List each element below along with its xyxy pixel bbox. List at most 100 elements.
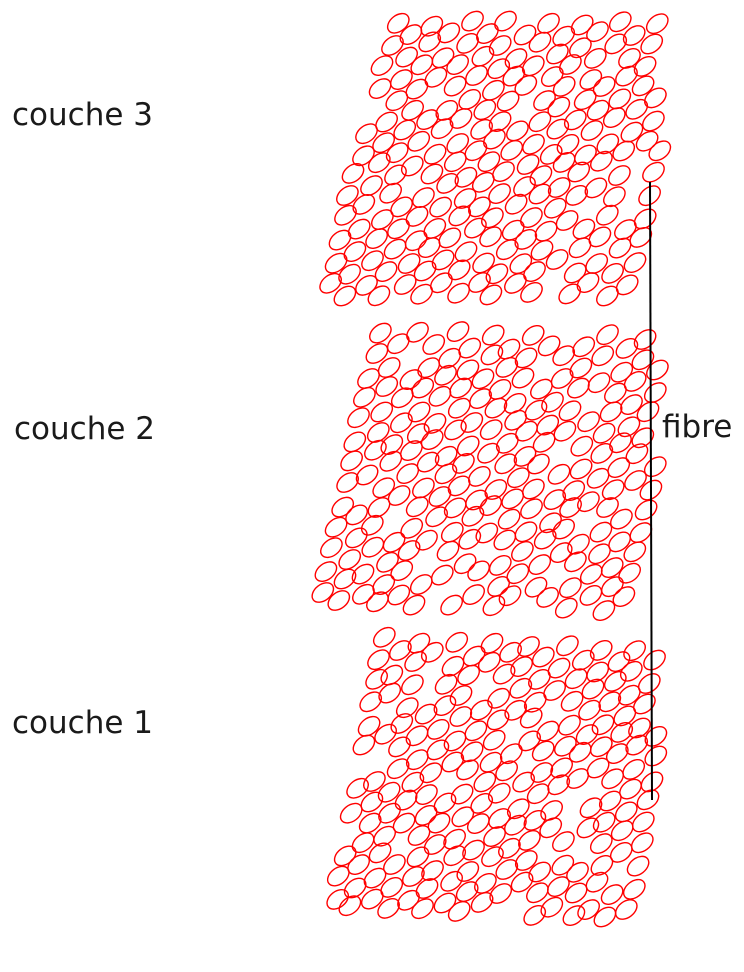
fibre-cross-section-ellipse bbox=[464, 140, 488, 162]
fibre-cross-section-ellipse bbox=[554, 597, 578, 619]
fibre-cross-section-ellipse bbox=[517, 636, 540, 657]
fibre-cross-section-ellipse bbox=[601, 479, 625, 501]
fibre-cross-section-ellipse bbox=[487, 575, 510, 597]
fibre-cross-section-ellipse bbox=[504, 699, 528, 721]
fibre-cross-section-ellipse bbox=[592, 600, 616, 622]
fibre-cross-section-ellipse bbox=[458, 528, 482, 550]
fibre-cross-section-ellipse bbox=[497, 338, 521, 360]
fibre-cross-section-ellipse bbox=[338, 263, 361, 285]
fibre-cross-section-ellipse bbox=[492, 161, 515, 183]
fibre-cross-section-ellipse bbox=[383, 238, 407, 260]
fibre-cross-section-ellipse bbox=[633, 329, 657, 350]
fibre-cross-section-ellipse bbox=[333, 845, 357, 867]
fibre-cross-section-ellipse bbox=[633, 693, 656, 715]
fibre-cross-section-ellipse bbox=[449, 108, 473, 129]
fibre-cross-section-ellipse bbox=[552, 151, 576, 173]
fibre-cross-section-ellipse bbox=[352, 734, 376, 756]
fibre-cross-section-ellipse bbox=[481, 846, 504, 868]
fibre-cross-section-ellipse bbox=[564, 668, 588, 690]
fibre-cross-section-ellipse bbox=[640, 771, 664, 793]
fibre-cross-section-ellipse bbox=[522, 478, 545, 500]
fibre-cross-section-ellipse bbox=[347, 407, 370, 429]
fibre-cross-section-ellipse bbox=[499, 743, 523, 765]
fibre-cross-section-ellipse bbox=[457, 664, 480, 686]
fibre-cross-section-ellipse bbox=[433, 695, 457, 717]
fibre-cross-section-ellipse bbox=[374, 723, 397, 745]
fibre-cross-section-ellipse bbox=[352, 145, 375, 167]
fibre-cross-section-ellipse bbox=[379, 450, 403, 472]
fibre-cross-section-ellipse bbox=[576, 817, 600, 839]
fibre-cross-section-ellipse bbox=[536, 414, 560, 436]
fibre-cross-section-ellipse bbox=[380, 876, 404, 898]
fibre-cross-section-ellipse bbox=[474, 872, 497, 894]
fibre-cross-section-ellipse bbox=[545, 249, 569, 270]
fibre-cross-section-ellipse bbox=[381, 35, 404, 56]
fibre-cross-section-ellipse bbox=[615, 337, 639, 359]
fibre-cross-section-ellipse bbox=[612, 140, 636, 162]
fibre-cross-section-ellipse bbox=[550, 368, 574, 389]
fibre-cross-section-ellipse bbox=[540, 800, 563, 821]
fibre-cross-section-ellipse bbox=[407, 825, 431, 846]
fibre-cross-section-ellipse bbox=[410, 283, 433, 305]
fibre-cross-section-ellipse bbox=[446, 133, 470, 154]
layer-3-ellipse-cluster bbox=[319, 10, 672, 307]
fibre-cross-section-ellipse bbox=[506, 798, 530, 820]
fibre-cross-section-ellipse bbox=[623, 541, 647, 563]
fibre-cross-section-ellipse bbox=[485, 263, 509, 285]
fibre-cross-section-ellipse bbox=[453, 188, 477, 209]
fibre-cross-section-ellipse bbox=[567, 377, 590, 399]
fibre-cross-section-ellipse bbox=[452, 452, 475, 474]
fibre-cross-section-ellipse bbox=[622, 878, 646, 900]
fibre-cross-section-ellipse bbox=[494, 10, 517, 32]
fibre-cross-section-ellipse bbox=[482, 79, 505, 101]
fibre-cross-section-ellipse bbox=[472, 252, 495, 274]
layer-2-label: couche 2 bbox=[14, 411, 155, 447]
fibre-cross-section-ellipse bbox=[380, 664, 404, 686]
fibre-cross-section-ellipse bbox=[363, 771, 386, 792]
fibre-cross-section-ellipse bbox=[352, 193, 376, 215]
fibre-cross-section-ellipse bbox=[400, 517, 424, 539]
fibre-cross-section-ellipse bbox=[559, 577, 582, 599]
fibre-cross-section-ellipse bbox=[630, 832, 654, 854]
fibre-cross-section-ellipse bbox=[514, 521, 538, 543]
fibre-cross-section-ellipse bbox=[479, 419, 503, 441]
fibre-cross-section-ellipse bbox=[623, 252, 647, 274]
fibre-cross-section-ellipse bbox=[387, 218, 410, 240]
fibre-cross-section-ellipse bbox=[328, 229, 352, 251]
fibre-cross-section-ellipse bbox=[454, 241, 478, 263]
fibre-cross-section-ellipse bbox=[608, 11, 632, 33]
fibre-cross-section-ellipse bbox=[568, 741, 592, 763]
fibre-cross-section-ellipse bbox=[447, 282, 470, 304]
fibre-cross-section-ellipse bbox=[365, 343, 389, 364]
fibre-cross-section-ellipse bbox=[585, 871, 609, 893]
fibre-cross-section-ellipse bbox=[552, 518, 575, 540]
fibre-cross-section-ellipse bbox=[422, 334, 446, 355]
fibre-cross-section-ellipse bbox=[487, 58, 511, 80]
fibre-cross-section-ellipse bbox=[366, 591, 389, 613]
fibre-cross-section-ellipse bbox=[407, 401, 431, 423]
fibre-cross-section-ellipse bbox=[492, 663, 516, 685]
fibre-cross-section-ellipse bbox=[412, 187, 435, 209]
fibre-cross-section-ellipse bbox=[405, 725, 429, 747]
fibre-cross-section-ellipse bbox=[555, 210, 579, 231]
fibre-cross-section-ellipse bbox=[513, 176, 536, 197]
fibre-cross-section-ellipse bbox=[531, 646, 555, 668]
fibre-cross-section-ellipse bbox=[552, 25, 576, 47]
fibre-cross-section-ellipse bbox=[406, 423, 430, 445]
fibre-cross-section-ellipse bbox=[488, 554, 512, 576]
fibre-cross-section-ellipse bbox=[449, 377, 473, 399]
fibre-cross-section-ellipse bbox=[446, 321, 470, 343]
fibre-cross-section-ellipse bbox=[543, 680, 566, 701]
fibre-cross-section-ellipse bbox=[417, 357, 441, 379]
fibre-cross-section-ellipse bbox=[537, 12, 560, 34]
fibre-cross-section-ellipse bbox=[573, 89, 597, 111]
fibre-cross-section-ellipse bbox=[464, 217, 487, 239]
fibre-cross-section-ellipse bbox=[438, 227, 462, 249]
fibre-cross-section-ellipse bbox=[359, 691, 383, 713]
fibre-cross-section-ellipse bbox=[444, 419, 467, 441]
fibre-cross-section-ellipse bbox=[572, 218, 596, 240]
fibre-cross-section-ellipse bbox=[461, 10, 484, 32]
fibre-cross-section-ellipse bbox=[355, 274, 378, 296]
fibre-cross-section-ellipse bbox=[614, 899, 638, 920]
